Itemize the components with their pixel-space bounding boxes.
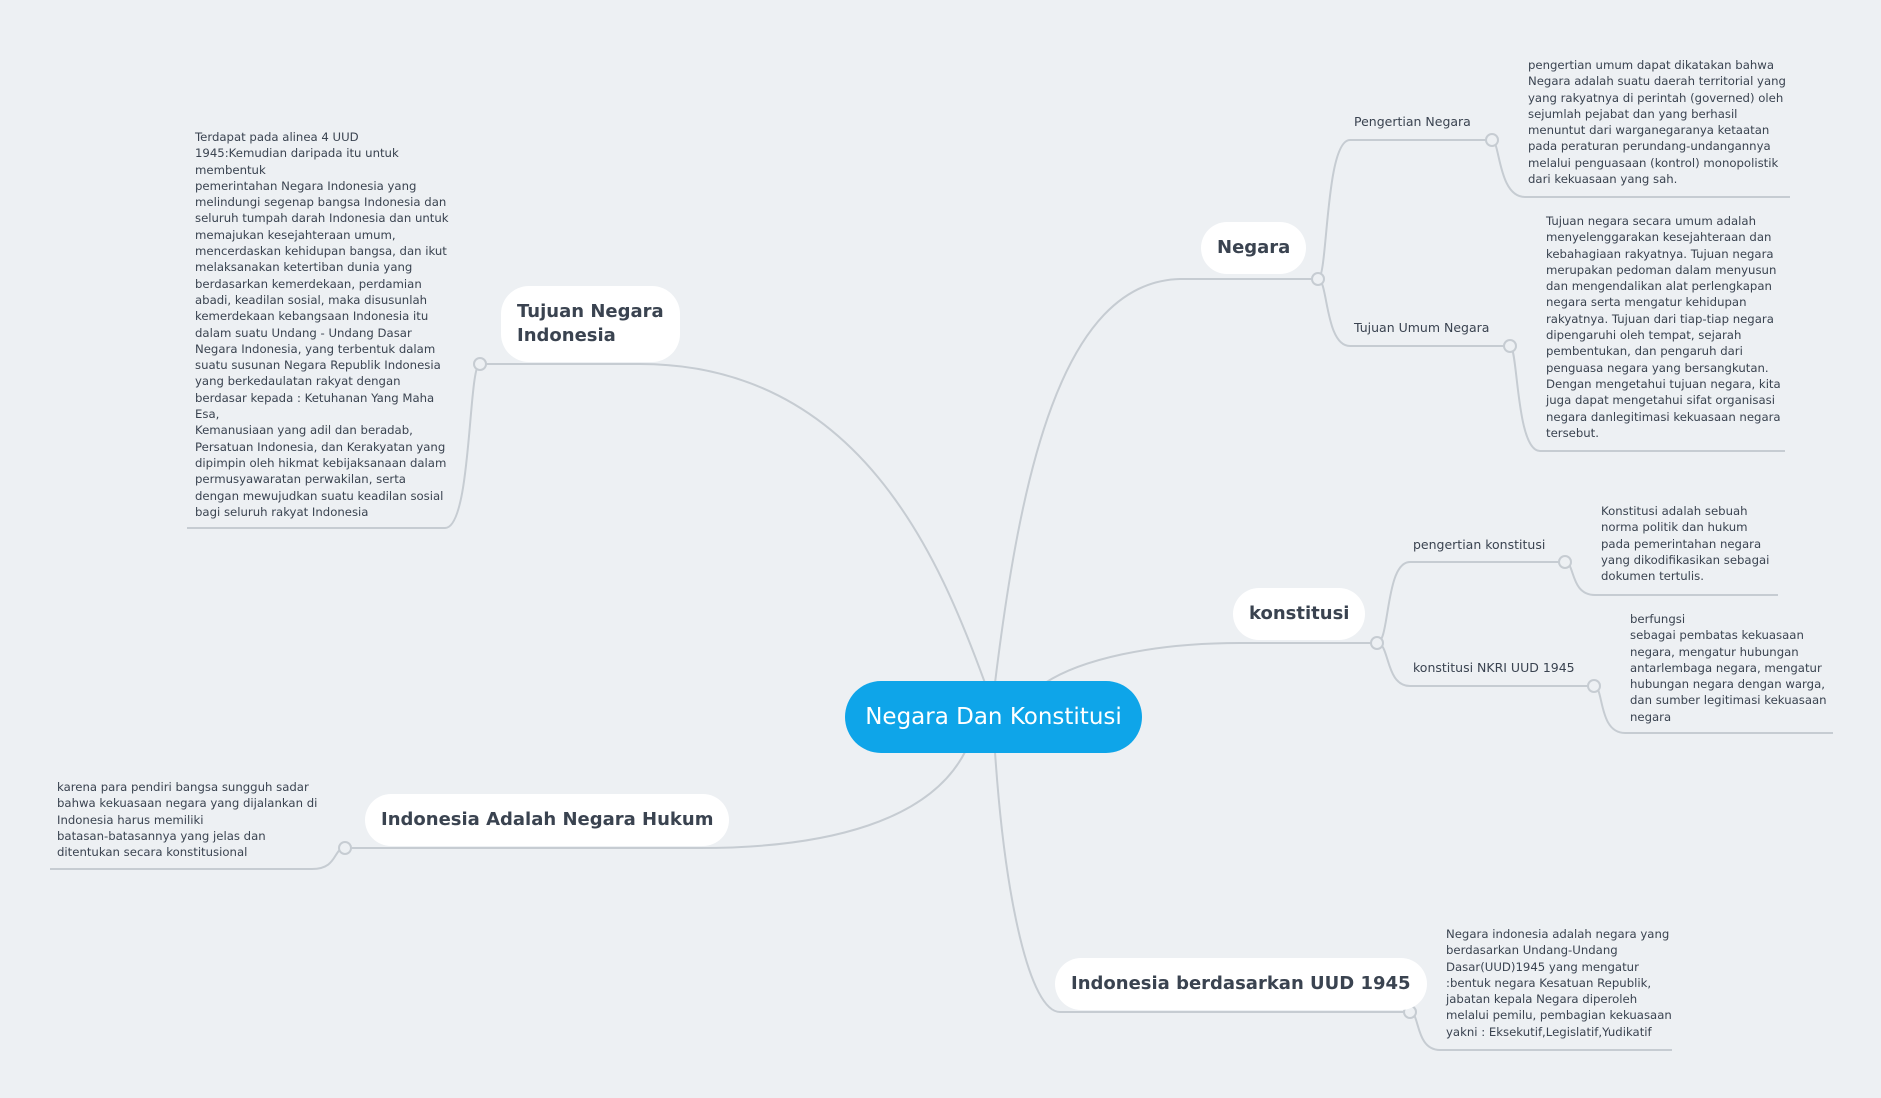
expand-handle (473, 357, 487, 371)
topic-negara[interactable]: Negara (1201, 222, 1307, 274)
connector-negara-tujuan (1317, 278, 1510, 347)
topic-konstitusi[interactable]: konstitusi (1233, 588, 1366, 640)
leaf-pengertian-negara[interactable]: pengertian umum dapat dikatakan bahwa Ne… (1528, 58, 1786, 187)
connector-central-negara (994, 278, 1318, 684)
connector-konstitusi-pengertian (1376, 561, 1565, 644)
topic-indonesia-negara-hukum[interactable]: Indonesia Adalah Negara Hukum (365, 794, 730, 846)
leaf-tujuan-negara-indonesia[interactable]: Terdapat pada alinea 4 UUD 1945:Kemudian… (195, 130, 449, 519)
expand-handle (1370, 636, 1384, 650)
leaf-pengertian-konstitusi[interactable]: Konstitusi adalah sebuah norma politik d… (1601, 504, 1770, 584)
expand-handle (1503, 339, 1517, 353)
subtopic-pengertian-negara[interactable]: Pengertian Negara (1354, 114, 1471, 129)
connector-central-tujuan (480, 363, 986, 684)
expand-handle (1558, 555, 1572, 569)
connector-negara-pengertian (1317, 139, 1492, 280)
connector-tujuan-indonesia-leaf (187, 363, 481, 529)
connector-central-konstitusi (1044, 642, 1377, 684)
expand-handle (338, 841, 352, 855)
leaf-indonesia-uud-1945[interactable]: Negara indonesia adalah negara yang berd… (1446, 927, 1672, 1039)
connector-central-hukum (345, 751, 966, 849)
leaf-indonesia-negara-hukum[interactable]: karena para pendiri bangsa sungguh sadar… (57, 780, 318, 860)
topic-tujuan-negara-indonesia[interactable]: Tujuan Negara Indonesia (501, 286, 680, 362)
leaf-konstitusi-nkri[interactable]: berfungsi sebagai pembatas kekuasaan neg… (1630, 612, 1827, 724)
leaf-tujuan-umum-negara[interactable]: Tujuan negara secara umum adalah menyele… (1546, 214, 1781, 440)
topic-indonesia-uud-1945[interactable]: Indonesia berdasarkan UUD 1945 (1055, 958, 1427, 1010)
central-topic[interactable]: Negara Dan Konstitusi (845, 681, 1142, 753)
expand-handle (1311, 272, 1325, 286)
subtopic-konstitusi-nkri[interactable]: konstitusi NKRI UUD 1945 (1413, 660, 1575, 675)
subtopic-pengertian-konstitusi[interactable]: pengertian konstitusi (1413, 537, 1546, 552)
expand-handle (1587, 679, 1601, 693)
expand-handle (1485, 133, 1499, 147)
subtopic-tujuan-umum-negara[interactable]: Tujuan Umum Negara (1354, 320, 1490, 335)
connector-central-uud (994, 751, 1410, 1013)
